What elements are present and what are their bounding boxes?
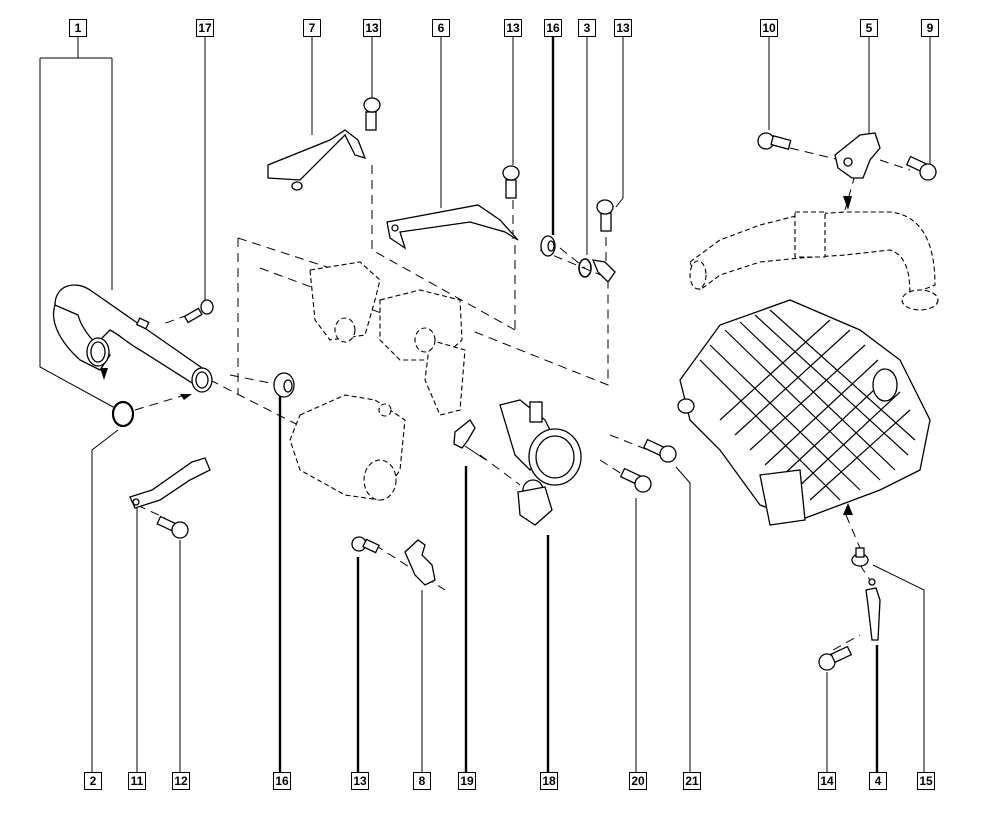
callout-14[interactable]: 14 bbox=[818, 772, 836, 790]
callout-13[interactable]: 13 bbox=[504, 19, 522, 37]
callout-6[interactable]: 6 bbox=[432, 19, 450, 37]
part-4-clip[interactable] bbox=[865, 578, 881, 641]
arrow-icon bbox=[100, 368, 108, 380]
callout-10[interactable]: 10 bbox=[760, 19, 778, 37]
callout-1[interactable]: 1 bbox=[69, 19, 87, 37]
part-18-throttle-body[interactable] bbox=[499, 399, 582, 526]
charge-air-duct-ghost bbox=[689, 211, 939, 311]
callout-16[interactable]: 16 bbox=[544, 19, 562, 37]
callout-12[interactable]: 12 bbox=[172, 772, 190, 790]
callout-16[interactable]: 16 bbox=[273, 772, 291, 790]
arrow-icon bbox=[843, 503, 853, 515]
part-9-bolt[interactable] bbox=[905, 155, 937, 181]
callout-4[interactable]: 4 bbox=[869, 772, 887, 790]
part-6-bracket[interactable] bbox=[386, 204, 519, 250]
leader-lines bbox=[39, 37, 931, 773]
part-7-bracket[interactable] bbox=[267, 129, 367, 191]
part-11-bracket[interactable] bbox=[129, 457, 211, 509]
callout-7[interactable]: 7 bbox=[303, 19, 321, 37]
throttle-assembly-ghost bbox=[309, 261, 466, 416]
assembly-lines bbox=[134, 147, 911, 651]
callout-17[interactable]: 17 bbox=[196, 19, 214, 37]
arrow-icon bbox=[843, 196, 852, 210]
part-13-bolt[interactable] bbox=[596, 199, 614, 232]
part-17-bolt[interactable] bbox=[183, 299, 214, 324]
callout-9[interactable]: 9 bbox=[921, 19, 939, 37]
intake-manifold bbox=[677, 299, 931, 526]
part-10-bolt[interactable] bbox=[757, 132, 792, 150]
callout-21[interactable]: 21 bbox=[683, 772, 701, 790]
part-3-clip[interactable] bbox=[578, 258, 616, 284]
part-13-bolt[interactable] bbox=[363, 97, 381, 131]
part-2-o-ring[interactable] bbox=[111, 400, 135, 428]
part-13-bolt[interactable] bbox=[502, 165, 520, 199]
part-19-sensor[interactable] bbox=[453, 419, 487, 461]
part-12-bolt[interactable] bbox=[156, 515, 189, 539]
part-14-bolt[interactable] bbox=[818, 645, 853, 671]
part-5-bracket[interactable] bbox=[834, 132, 881, 179]
part-20-bolt[interactable] bbox=[619, 467, 652, 493]
part-15-grommet[interactable] bbox=[851, 547, 869, 567]
part-13-bolt[interactable] bbox=[351, 536, 380, 554]
part-21-bolt[interactable] bbox=[642, 438, 677, 463]
arrow-heads bbox=[100, 196, 853, 515]
callout-18[interactable]: 18 bbox=[540, 772, 558, 790]
callout-19[interactable]: 19 bbox=[458, 772, 476, 790]
throttle-body-ghost bbox=[289, 394, 406, 501]
part-1-air-pipe[interactable] bbox=[52, 284, 213, 393]
callout-13[interactable]: 13 bbox=[351, 772, 369, 790]
callout-3[interactable]: 3 bbox=[578, 19, 596, 37]
callout-15[interactable]: 15 bbox=[917, 772, 935, 790]
callout-8[interactable]: 8 bbox=[413, 772, 431, 790]
part-16-grommet[interactable] bbox=[540, 235, 556, 257]
callout-13[interactable]: 13 bbox=[363, 19, 381, 37]
callout-11[interactable]: 11 bbox=[128, 772, 146, 790]
arrow-icon bbox=[180, 394, 192, 400]
callout-13[interactable]: 13 bbox=[614, 19, 632, 37]
part-16-grommet[interactable] bbox=[273, 372, 295, 398]
part-8-clip[interactable] bbox=[404, 539, 436, 586]
callout-2[interactable]: 2 bbox=[84, 772, 102, 790]
callout-20[interactable]: 20 bbox=[629, 772, 647, 790]
callout-5[interactable]: 5 bbox=[860, 19, 878, 37]
